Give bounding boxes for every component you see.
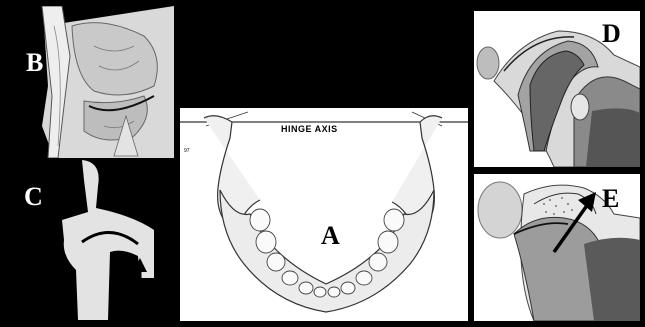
panel-d: D	[474, 11, 640, 167]
panel-e: E	[474, 174, 640, 321]
panel-b: B	[14, 6, 174, 158]
panel-e-label: E	[602, 186, 619, 212]
axis-tick-label: 97	[184, 148, 190, 154]
panel-a-illustration	[180, 108, 468, 321]
panel-d-label: D	[602, 21, 621, 47]
panel-b-illustration	[14, 6, 174, 158]
panel-b-label: B	[26, 50, 43, 76]
panel-c: C	[14, 160, 174, 320]
panel-c-label: C	[24, 184, 43, 210]
panel-a: HINGE AXIS 97 A	[180, 108, 468, 321]
panel-a-label: A	[321, 223, 340, 249]
hinge-axis-caption: HINGE AXIS	[281, 124, 338, 134]
